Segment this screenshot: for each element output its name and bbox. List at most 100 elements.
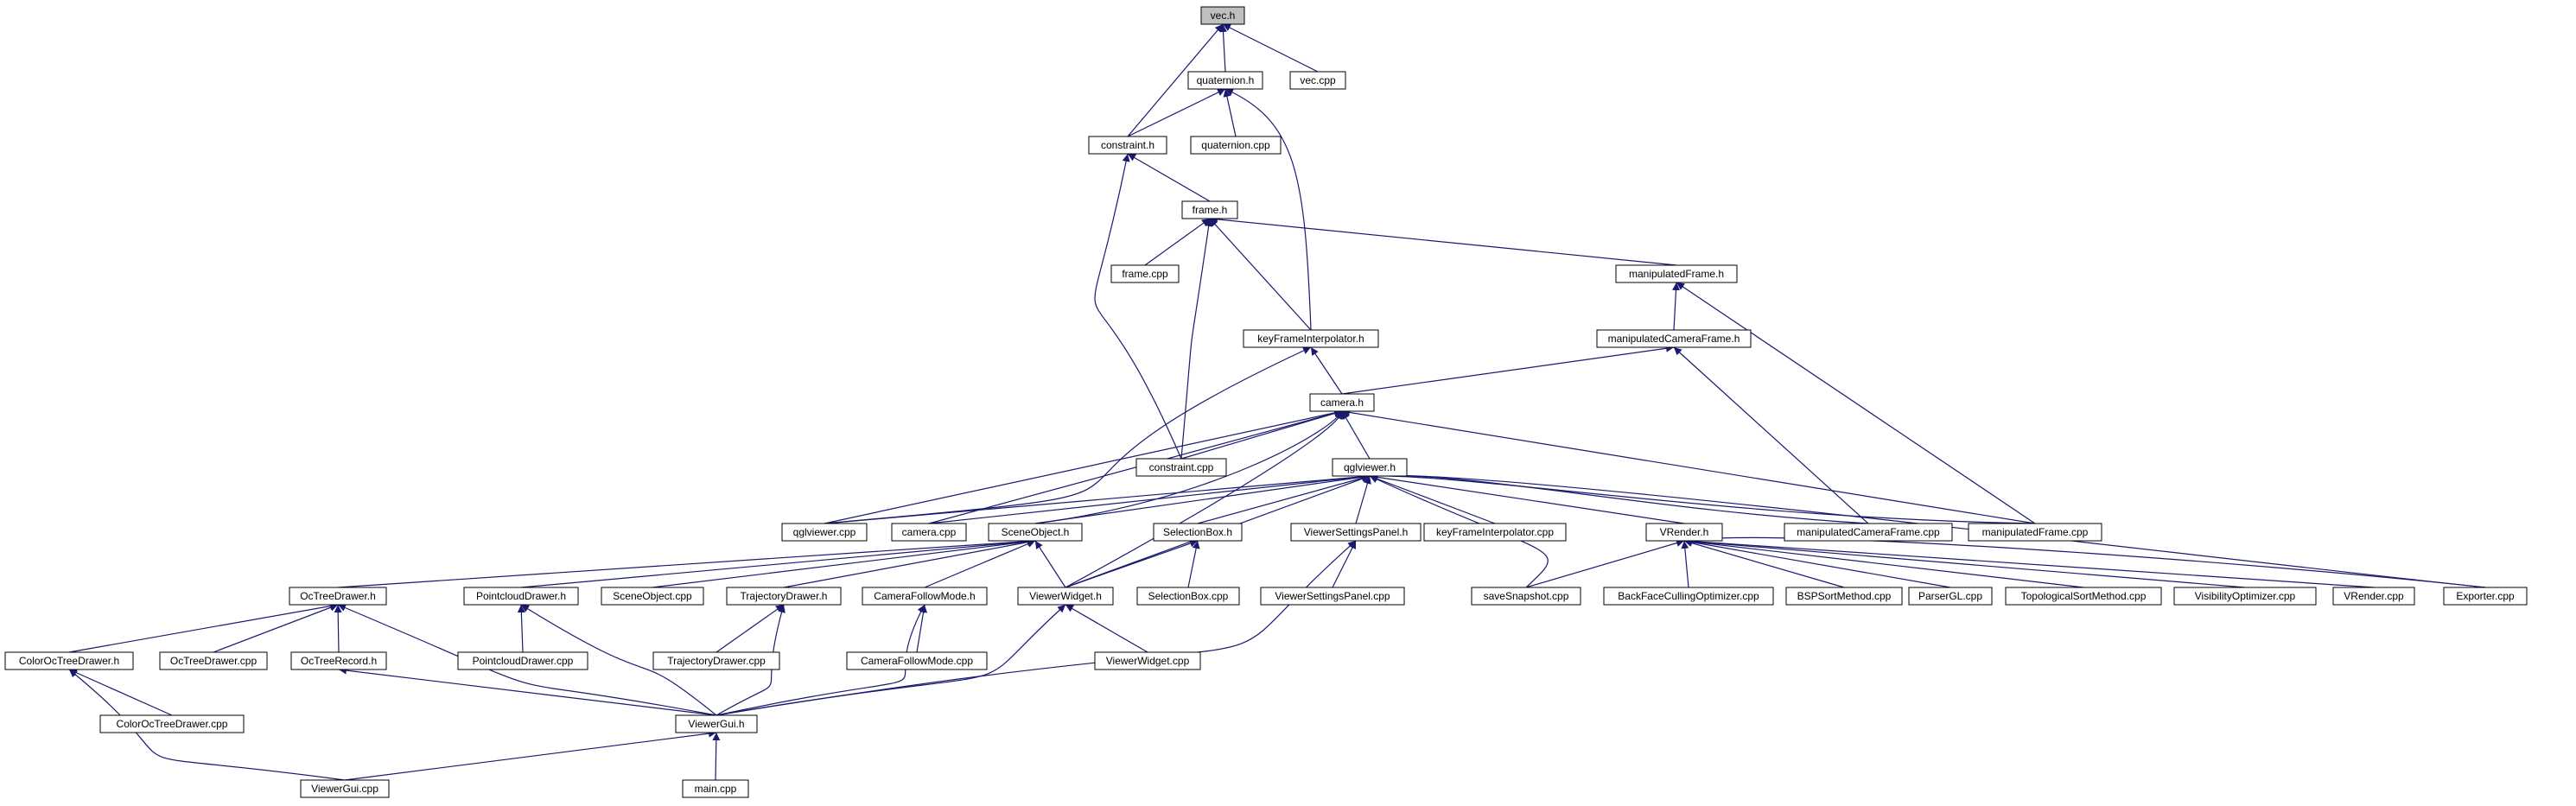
node-manipulatedFrame_cpp[interactable]: manipulatedFrame.cpp: [1968, 523, 2102, 542]
node-label: ViewerGui.cpp: [311, 783, 378, 795]
node-label: CameraFollowMode.cpp: [861, 655, 973, 667]
node-vec_cpp[interactable]: vec.cpp: [1289, 71, 1346, 90]
node-label: OcTreeDrawer.cpp: [170, 655, 258, 667]
node-ViewerGui_cpp[interactable]: ViewerGui.cpp: [300, 779, 390, 798]
edge-constraint_h-to-vec_h: [1127, 23, 1224, 137]
edge-ViewerWidget_h-to-SceneObject_h: [1034, 540, 1066, 588]
edge-ParserGL_cpp-to-VRender_h: [1683, 538, 1951, 588]
edge-camera_h-to-keyFrameInterpolator_h: [1310, 346, 1343, 395]
node-keyFrameInterpolator_cpp[interactable]: keyFrameInterpolator.cpp: [1423, 523, 1567, 542]
edge-ViewerGui_h-to-TrajectoryDrawer_h: [716, 604, 786, 716]
node-box: [1309, 393, 1375, 412]
node-CameraFollowMode_h[interactable]: CameraFollowMode.h: [862, 587, 988, 606]
node-box: [682, 779, 749, 798]
edge-constraint_h-to-quaternion_h: [1127, 88, 1226, 137]
node-box: [290, 651, 387, 670]
node-ViewerSettingsPanel_h[interactable]: ViewerSettingsPanel.h: [1290, 523, 1422, 542]
node-SelectionBox_cpp[interactable]: SelectionBox.cpp: [1136, 587, 1240, 606]
node-SceneObject_h[interactable]: SceneObject.h: [988, 523, 1083, 542]
node-constraint_h[interactable]: constraint.h: [1088, 136, 1167, 155]
node-TrajectoryDrawer_h[interactable]: TrajectoryDrawer.h: [726, 587, 842, 606]
node-box: [2173, 587, 2317, 606]
node-ViewerWidget_h[interactable]: ViewerWidget.h: [1017, 587, 1114, 606]
node-label: main.cpp: [695, 783, 737, 795]
node-label: BackFaceCullingOptimizer.cpp: [1618, 590, 1759, 602]
node-box: [1596, 329, 1752, 348]
node-vec_h[interactable]: vec.h: [1200, 6, 1245, 25]
node-BSPSortMethod_cpp[interactable]: BSPSortMethod.cpp: [1785, 587, 1903, 606]
node-constraint_cpp[interactable]: constraint.cpp: [1135, 458, 1227, 477]
node-VRender_cpp[interactable]: VRender.cpp: [2332, 587, 2415, 606]
node-label: constraint.h: [1101, 139, 1154, 151]
node-box: [1200, 6, 1245, 25]
node-box: [463, 587, 579, 606]
node-label: TopologicalSortMethod.cpp: [2021, 590, 2147, 602]
node-ParserGL_cpp[interactable]: ParserGL.cpp: [1908, 587, 1993, 606]
edge-manipulatedFrame_cpp-to-camera_h: [1341, 408, 2036, 524]
edge-constraint_cpp-to-constraint_h: [1094, 153, 1182, 460]
node-ColorOcTreeDrawer_h[interactable]: ColorOcTreeDrawer.h: [4, 651, 134, 670]
node-Exporter_cpp[interactable]: Exporter.cpp: [2443, 587, 2528, 606]
edge-ViewerGui_h-to-ViewerWidget_h: [716, 604, 1066, 716]
node-qglviewer_cpp[interactable]: qglviewer.cpp: [781, 523, 868, 542]
node-label: ViewerWidget.cpp: [1106, 655, 1190, 667]
node-TopologicalSortMethod_cpp[interactable]: TopologicalSortMethod.cpp: [2005, 587, 2162, 606]
node-camera_cpp[interactable]: camera.cpp: [891, 523, 967, 542]
edge-ViewerGui_h-to-OcTreeDrawer_h: [337, 604, 717, 716]
node-manipulatedFrame_h[interactable]: manipulatedFrame.h: [1615, 264, 1738, 283]
edge-ViewerGui_h-to-OcTreeRecord_h: [338, 666, 717, 716]
node-manipulatedCameraFrame_cpp[interactable]: manipulatedCameraFrame.cpp: [1784, 523, 1953, 542]
node-ViewerSettingsPanel_cpp[interactable]: ViewerSettingsPanel.cpp: [1260, 587, 1405, 606]
node-frame_cpp[interactable]: frame.cpp: [1110, 264, 1180, 283]
node-label: saveSnapshot.cpp: [1484, 590, 1569, 602]
node-BackFaceCullingOptimizer_cpp[interactable]: BackFaceCullingOptimizer.cpp: [1603, 587, 1774, 606]
edge-camera_h-to-manipulatedCameraFrame_h: [1341, 344, 1675, 395]
node-saveSnapshot_cpp[interactable]: saveSnapshot.cpp: [1471, 587, 1581, 606]
node-OcTreeDrawer_cpp[interactable]: OcTreeDrawer.cpp: [159, 651, 268, 670]
edge-frame_cpp-to-frame_h: [1144, 218, 1211, 266]
node-label: OcTreeRecord.h: [301, 655, 377, 667]
node-box: [1017, 587, 1114, 606]
node-frame_h[interactable]: frame.h: [1181, 200, 1238, 219]
node-SceneObject_cpp[interactable]: SceneObject.cpp: [601, 587, 704, 606]
node-OcTreeRecord_h[interactable]: OcTreeRecord.h: [290, 651, 387, 670]
edge-manipulatedCameraFrame_cpp-to-manipulatedCameraFrame_h: [1673, 346, 1869, 524]
edge-constraint_cpp-to-camera_h: [1180, 409, 1343, 460]
node-box: [1190, 136, 1282, 155]
node-VisibilityOptimizer_cpp[interactable]: VisibilityOptimizer.cpp: [2173, 587, 2317, 606]
node-label: ViewerGui.h: [688, 718, 744, 730]
edge-ViewerGui_h-to-ViewerSettingsPanel_h: [716, 540, 1357, 716]
node-PointcloudDrawer_h[interactable]: PointcloudDrawer.h: [463, 587, 579, 606]
edge-manipulatedCameraFrame_cpp-to-qglviewer_h: [1369, 472, 1869, 524]
node-VRender_h[interactable]: VRender.h: [1645, 523, 1723, 542]
node-quaternion_h[interactable]: quaternion.h: [1187, 71, 1263, 90]
edge-keyFrameInterpolator_h-to-frame_h: [1209, 218, 1312, 331]
node-TrajectoryDrawer_cpp[interactable]: TrajectoryDrawer.cpp: [652, 651, 780, 670]
node-ViewerWidget_cpp[interactable]: ViewerWidget.cpp: [1094, 651, 1201, 670]
node-label: manipulatedCameraFrame.cpp: [1797, 526, 1940, 538]
node-main_cpp[interactable]: main.cpp: [682, 779, 749, 798]
node-box: [781, 523, 868, 542]
node-box: [1136, 587, 1240, 606]
node-PointcloudDrawer_cpp[interactable]: PointcloudDrawer.cpp: [457, 651, 588, 670]
node-SelectionBox_h[interactable]: SelectionBox.h: [1153, 523, 1243, 542]
edge-VRender_cpp-to-VRender_h: [1683, 537, 2375, 588]
node-CameraFollowMode_cpp[interactable]: CameraFollowMode.cpp: [846, 651, 988, 670]
node-label: TrajectoryDrawer.cpp: [667, 655, 766, 667]
node-ColorOcTreeDrawer_cpp[interactable]: ColorOcTreeDrawer.cpp: [99, 714, 245, 733]
node-box: [1603, 587, 1774, 606]
node-label: manipulatedCameraFrame.h: [1608, 333, 1740, 345]
node-manipulatedCameraFrame_h[interactable]: manipulatedCameraFrame.h: [1596, 329, 1752, 348]
node-box: [1968, 523, 2102, 542]
edge-BSPSortMethod_cpp-to-VRender_h: [1683, 539, 1845, 588]
node-box: [289, 587, 387, 606]
edge-manipulatedFrame_cpp-to-manipulatedFrame_h: [1676, 282, 2036, 524]
node-label: frame.h: [1193, 204, 1228, 216]
node-camera_h[interactable]: camera.h: [1309, 393, 1375, 412]
node-label: camera.cpp: [902, 526, 957, 538]
node-keyFrameInterpolator_h[interactable]: keyFrameInterpolator.h: [1243, 329, 1379, 348]
node-OcTreeDrawer_h[interactable]: OcTreeDrawer.h: [289, 587, 387, 606]
node-ViewerGui_h[interactable]: ViewerGui.h: [675, 714, 758, 733]
node-qglviewer_h[interactable]: qglviewer.h: [1332, 458, 1408, 477]
node-quaternion_cpp[interactable]: quaternion.cpp: [1190, 136, 1282, 155]
